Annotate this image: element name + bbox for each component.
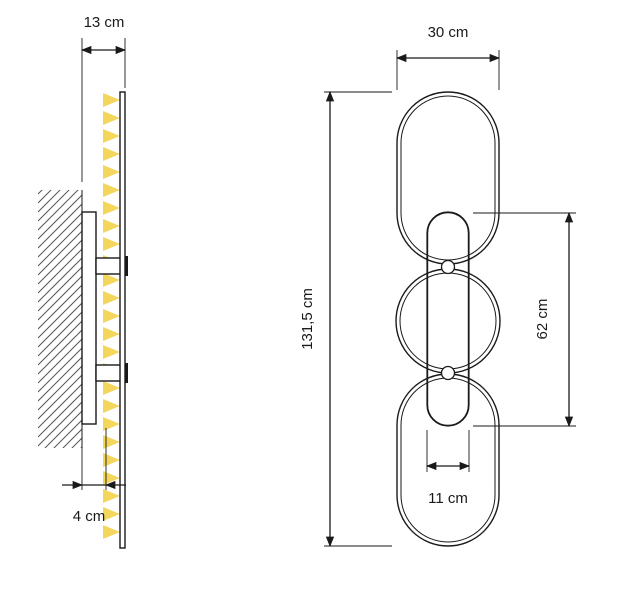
hatch-line <box>38 230 82 276</box>
light-ray <box>103 165 120 179</box>
hatch-line <box>44 410 82 448</box>
light-ray <box>103 399 120 413</box>
light-ray <box>103 111 120 125</box>
joint-bottom <box>440 365 456 381</box>
light-ray <box>103 345 120 359</box>
light-ray <box>103 219 120 233</box>
hatch-line <box>38 356 82 402</box>
front-view: 30 cm 131,5 cm 62 cm 11 cm <box>299 24 576 548</box>
mounting-plate <box>81 211 97 425</box>
hatch-line <box>38 284 82 330</box>
lamp-profile <box>119 91 126 549</box>
hatch-line <box>38 257 82 303</box>
light-ray <box>103 291 120 305</box>
hatch-line <box>38 203 82 249</box>
hatch-line <box>38 212 82 258</box>
light-ray <box>103 435 120 449</box>
height-label: 131,5 cm <box>299 288 316 350</box>
light-ray <box>103 129 120 143</box>
hatch-line <box>38 239 82 285</box>
width-label: 30 cm <box>428 24 469 41</box>
hatch-line <box>38 374 82 420</box>
hatch-line <box>38 190 43 195</box>
hatch-line <box>38 190 52 204</box>
light-ray <box>103 453 120 467</box>
hatch-line <box>38 338 82 384</box>
hatch-line <box>38 266 82 312</box>
light-ray <box>103 201 120 215</box>
wall-hatching <box>38 190 82 509</box>
hatch-line <box>38 401 82 447</box>
hatch-line <box>38 329 82 375</box>
spacing-label: 62 cm <box>534 299 551 340</box>
hatch-line <box>53 419 82 448</box>
hatch-line <box>38 194 82 240</box>
light-ray <box>103 273 120 287</box>
wall-offset-label: 4 cm <box>73 508 106 525</box>
hatch-line <box>38 383 82 429</box>
light-ray <box>103 489 120 503</box>
hatch-line <box>38 221 82 267</box>
joint-top <box>440 259 456 275</box>
hatch-line <box>38 190 70 222</box>
hatch-line <box>38 248 82 294</box>
hatch-line <box>38 347 82 393</box>
backplate <box>426 211 470 427</box>
light-ray <box>103 525 120 539</box>
plate-width-label: 11 cm <box>428 490 468 507</box>
hatch-line <box>38 190 61 213</box>
light-ray <box>103 417 120 431</box>
light-ray <box>103 381 120 395</box>
hatch-line <box>38 456 82 500</box>
light-ray <box>103 237 120 251</box>
hatch-line <box>62 428 82 448</box>
hatch-line <box>38 293 82 339</box>
hatch-line <box>71 437 82 448</box>
hatch-line <box>38 190 79 231</box>
hatch-line <box>38 275 82 321</box>
side-view: 13 cm 4 cm <box>38 14 128 549</box>
hatch-line <box>38 302 82 348</box>
light-ray <box>103 309 120 323</box>
light-ray <box>103 507 120 521</box>
hatch-line <box>38 465 82 509</box>
depth-label: 13 cm <box>84 14 125 31</box>
hatch-line <box>38 365 82 411</box>
light-ray <box>103 93 120 107</box>
hatch-line <box>38 320 82 366</box>
light-ray <box>103 147 120 161</box>
light-ray <box>103 183 120 197</box>
hatch-line <box>38 392 82 438</box>
light-ray <box>103 327 120 341</box>
hatch-line <box>38 311 82 357</box>
